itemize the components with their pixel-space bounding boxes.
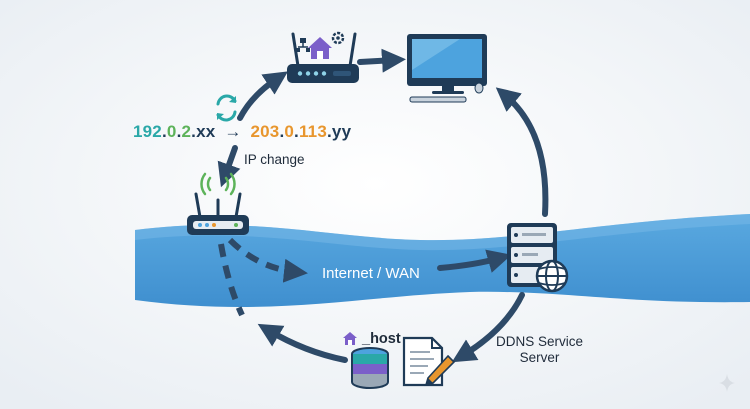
ip-change-label: IP change bbox=[244, 152, 305, 167]
sparkle-icon bbox=[719, 374, 735, 392]
arrow-router-dashed-to-wan bbox=[227, 237, 308, 283]
document-edit-icon bbox=[402, 336, 456, 387]
new-ip-address: 203.0.113.yy bbox=[250, 122, 352, 141]
wifi-router-icon bbox=[187, 172, 249, 235]
refresh-icon bbox=[216, 94, 237, 122]
ddns-server-label: DDNS Service Server bbox=[496, 334, 583, 366]
dashed-router-downward bbox=[218, 243, 245, 317]
database-icon bbox=[351, 347, 389, 389]
old-ip-address: 192.0.2.xx bbox=[133, 122, 216, 141]
arrow-ip-change-down bbox=[217, 145, 241, 188]
internet-wave-band bbox=[135, 214, 750, 307]
ip-address-change: 192.0.2.xx → 203.0.113.yy bbox=[133, 122, 351, 142]
arrow-to-top-router bbox=[237, 71, 289, 121]
arrow-router-to-computer bbox=[357, 48, 406, 73]
server-with-globe-icon bbox=[507, 223, 569, 293]
host-home-icon bbox=[343, 332, 357, 345]
internet-wan-label: Internet / WAN bbox=[322, 265, 420, 282]
ddns-label-line2: Server bbox=[519, 350, 560, 365]
ip-arrow: → bbox=[224, 122, 242, 141]
arrow-database-to-loop bbox=[257, 323, 348, 363]
internet-wave-highlight bbox=[135, 214, 750, 251]
router-with-home-icon bbox=[287, 31, 359, 83]
arrow-server-to-computer bbox=[495, 87, 549, 217]
desktop-computer-icon bbox=[407, 34, 487, 103]
host-label: _host bbox=[362, 331, 401, 347]
arrow-wan-to-server bbox=[437, 249, 512, 273]
arrow-server-to-document bbox=[451, 292, 525, 363]
ddns-label-line1: DDNS Service bbox=[496, 334, 584, 349]
